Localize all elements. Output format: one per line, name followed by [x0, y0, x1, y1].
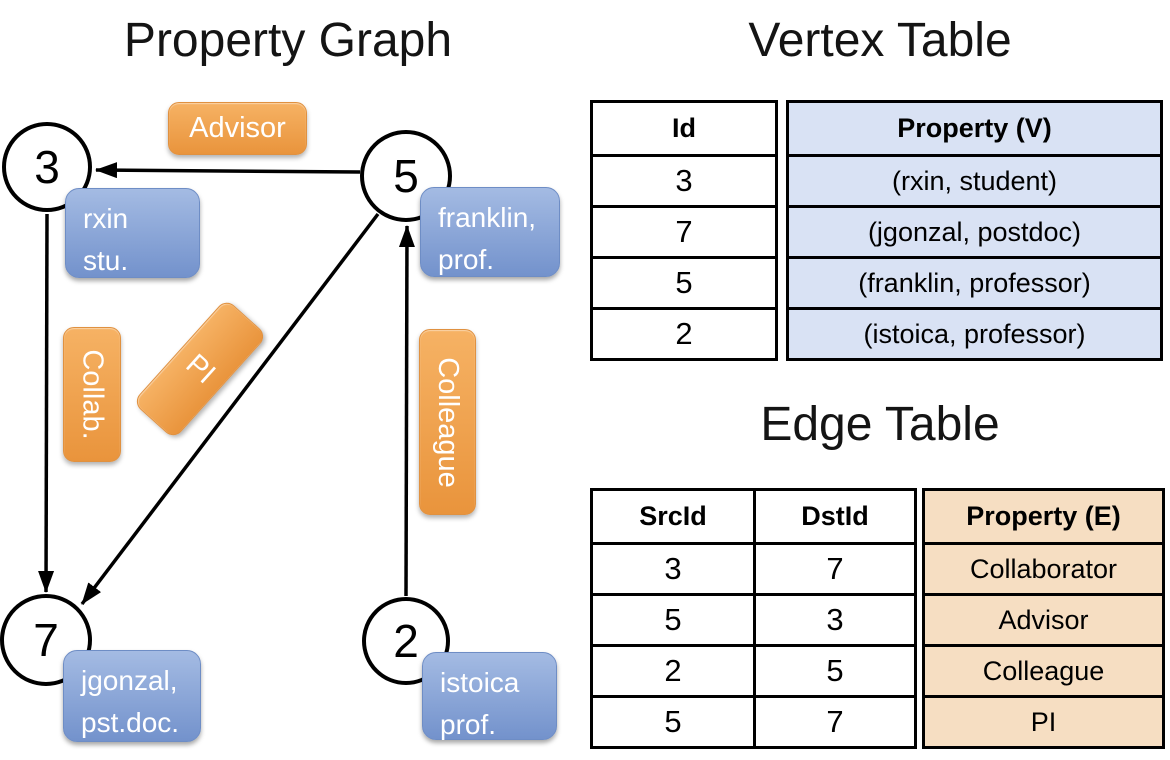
vertex-property-line: stu.	[83, 245, 129, 276]
edge-table-cell-dstid: 7	[756, 695, 914, 746]
vertex-table-cell-id: 5	[593, 256, 775, 307]
vertex-property-line: prof.	[440, 709, 497, 740]
edge-table-cell-property: Collaborator	[925, 542, 1162, 593]
vertex-table-cell-property: (rxin, student)	[789, 154, 1160, 205]
edge-label-pi: PI	[132, 298, 268, 440]
edge-label-pi-text: PI	[179, 347, 222, 390]
vertex-node-5: 5	[360, 130, 452, 222]
edge-table-header-property: Property (E)	[925, 491, 1162, 542]
edge-table-cell-srcid: 3	[593, 542, 753, 593]
vertex-node-3-id: 3	[34, 141, 60, 193]
vertex-table-property-column: Property (V) (rxin, student) (jgonzal, p…	[786, 100, 1163, 361]
vertex-property-line: jgonzal,	[81, 665, 178, 696]
edge-line-collab-3-to-7	[38, 213, 55, 593]
vertex-table-header-property: Property (V)	[789, 103, 1160, 154]
edge-table-cell-srcid: 5	[593, 695, 753, 746]
edge-table-cell-property: Advisor	[925, 593, 1162, 644]
vertex-node-2-id: 2	[393, 615, 419, 667]
vertex-node-7-id: 7	[33, 614, 59, 666]
vertex-property-line: pst.doc.	[81, 707, 180, 738]
vertex-table-header-id: Id	[672, 113, 696, 143]
edge-table-cell-dstid: 7	[756, 542, 914, 593]
vertex-table-cell-property: (jgonzal, postdoc)	[789, 205, 1160, 256]
edge-label-colleague: Colleague	[419, 329, 476, 515]
property-graph-title: Property Graph	[123, 14, 453, 67]
edge-label-collab: Collab.	[63, 327, 121, 462]
edge-table-title: Edge Table	[760, 398, 1000, 451]
edge-label-colleague-text: Colleague	[432, 356, 465, 488]
edge-table-cell-property: PI	[925, 695, 1162, 746]
vertex-property-line: prof.	[438, 244, 495, 275]
vertex-property-box-jgonzal: jgonzal, pst.doc.	[63, 650, 201, 742]
vertex-table-cell-id: 7	[593, 205, 775, 256]
vertex-table-id-column: Id 3 7 5 2	[590, 100, 778, 361]
edge-table-cell-property: Colleague	[925, 644, 1162, 695]
vertex-property-box-istoica: istoica prof.	[422, 652, 557, 740]
vertex-table-cell-id: 3	[593, 154, 775, 205]
vertex-table-title: Vertex Table	[748, 14, 1012, 67]
vertex-node-3: 3	[2, 122, 92, 212]
edge-table-cell-srcid: 2	[593, 644, 753, 695]
edge-label-advisor-text: Advisor	[189, 112, 286, 144]
edge-label-collab-text: Collab.	[76, 349, 109, 440]
edge-table-id-columns: SrcId 3 5 2 5 DstId 7 3 5 7	[590, 488, 917, 749]
edge-table: SrcId 3 5 2 5 DstId 7 3 5 7 Property (E)…	[590, 488, 1165, 749]
vertex-property-box-franklin: franklin, prof.	[420, 187, 560, 277]
edge-label-advisor: Advisor	[168, 102, 307, 155]
vertex-table-cell-property: (istoica, professor)	[789, 307, 1160, 358]
edge-table-header-dstid: DstId	[801, 501, 869, 531]
edge-table-cell-dstid: 3	[756, 593, 914, 644]
edge-table-header-srcid: SrcId	[639, 501, 707, 531]
vertex-table-cell-id: 2	[593, 307, 775, 358]
vertex-property-box-rxin: rxin stu.	[65, 188, 200, 278]
vertex-property-line: istoica	[440, 667, 520, 698]
edge-line-colleague-2-to-5	[398, 225, 415, 597]
edge-table-cell-dstid: 5	[756, 644, 914, 695]
vertex-property-line: franklin,	[438, 202, 537, 233]
vertex-table-cell-property: (franklin, professor)	[789, 256, 1160, 307]
vertex-property-line: rxin	[83, 203, 129, 234]
vertex-table: Id 3 7 5 2 Property (V) (rxin, student) …	[590, 100, 1163, 361]
edge-table-cell-srcid: 5	[593, 593, 753, 644]
edge-table-property-column: Property (E) Collaborator Advisor Collea…	[922, 488, 1165, 749]
edge-line-advisor-5-to-3	[95, 162, 361, 179]
vertex-node-5-id: 5	[393, 150, 419, 202]
